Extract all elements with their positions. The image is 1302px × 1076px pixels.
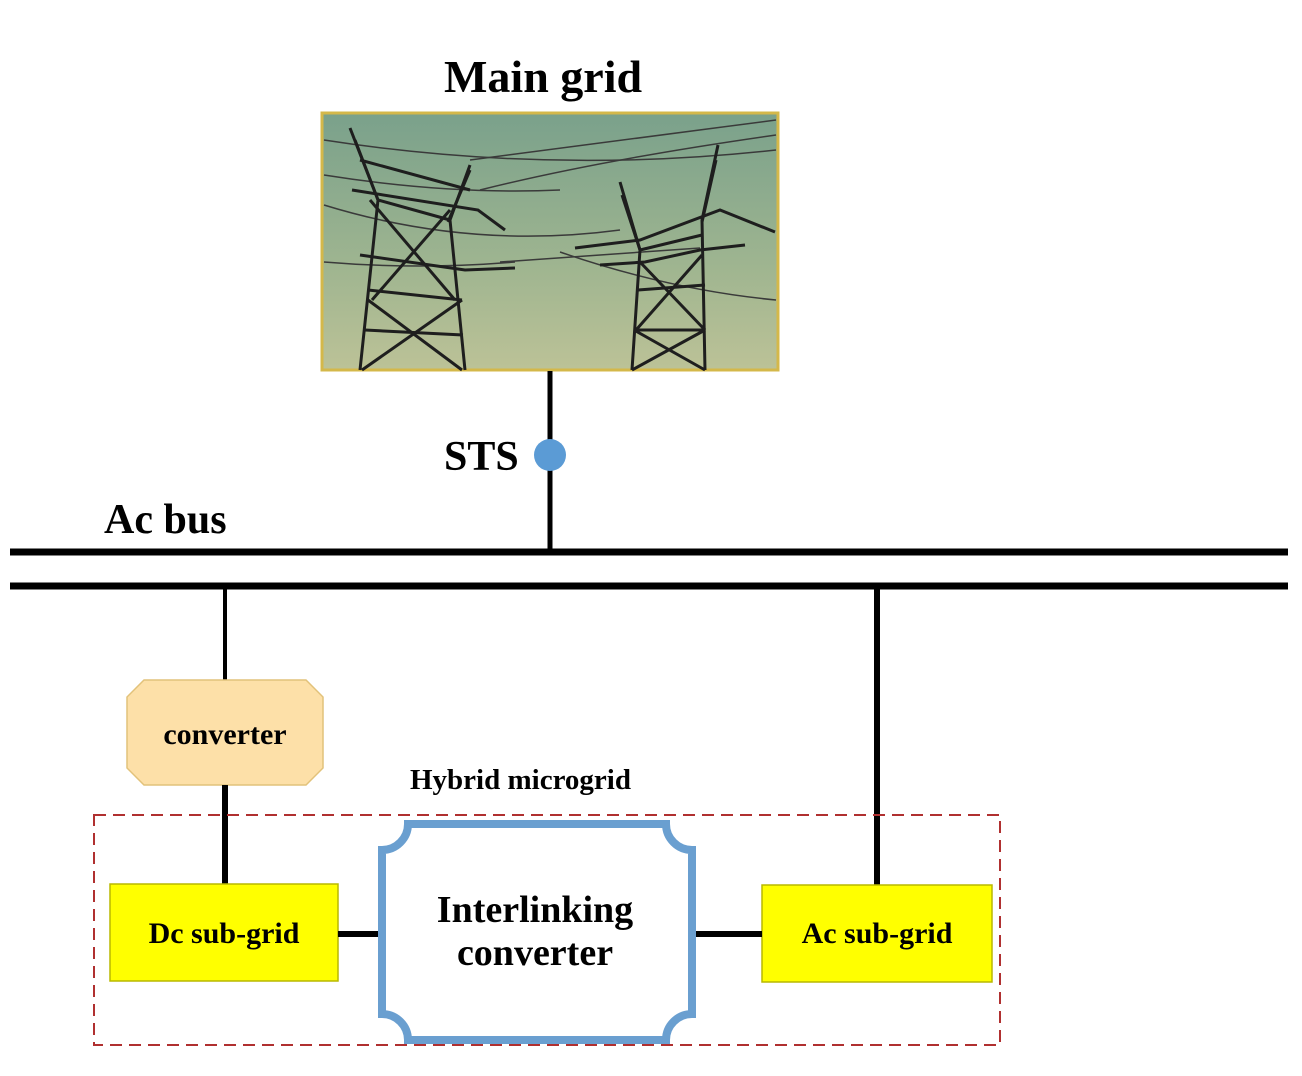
ac-sub-grid-block <box>761 884 993 983</box>
interlinking-converter-label: Interlinking converter <box>380 889 690 974</box>
sts-label: STS <box>444 434 519 480</box>
dc-sub-grid-block <box>109 883 339 982</box>
ac-bus-label: Ac bus <box>104 497 227 543</box>
main-grid-photo <box>320 111 780 372</box>
interlinking-converter-line1: Interlinking <box>436 889 634 931</box>
ac-sub-grid-label: Ac sub-grid <box>801 917 953 950</box>
hybrid-microgrid-boundary <box>93 814 1001 1046</box>
transmission-tower-left-icon <box>348 127 516 372</box>
interlinking-converter-block <box>378 820 696 1044</box>
converter-block <box>126 679 324 786</box>
hybrid-microgrid-label: Hybrid microgrid <box>410 764 631 796</box>
transmission-tower-right-icon <box>574 144 776 372</box>
main-grid-title: Main grid <box>444 51 643 102</box>
interlinking-converter-line2: converter <box>456 931 614 974</box>
converter-label: converter <box>163 718 287 751</box>
dc-sub-grid-label: Dc sub-grid <box>148 917 300 950</box>
sts-node <box>534 439 566 471</box>
